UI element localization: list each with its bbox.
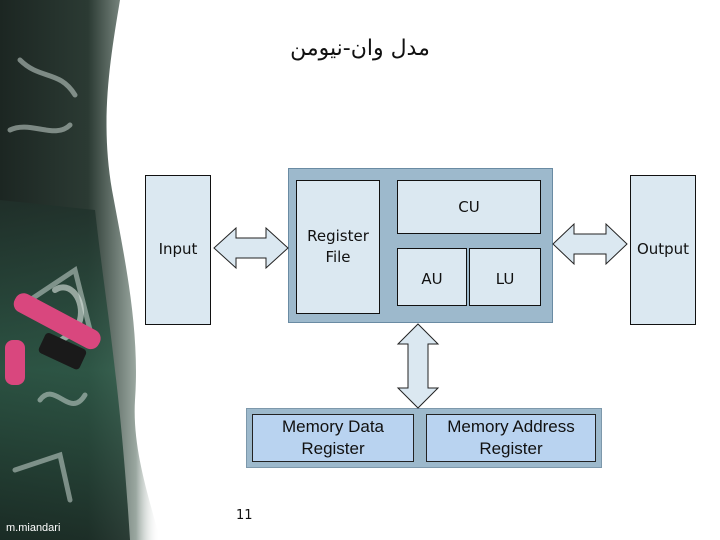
lu-box: [469, 248, 541, 306]
cpu-memory-arrow: [396, 323, 440, 409]
chalk-stick-icon: [5, 293, 101, 385]
input-label: Input: [158, 240, 198, 258]
slide-title: مدل وان-نیومن: [290, 36, 430, 61]
memory-data-register: Memory Data Register: [252, 414, 414, 462]
cu-label: CU: [458, 198, 480, 216]
cpu-output-arrow: [552, 222, 628, 266]
input-box: [145, 175, 211, 325]
output-box: [630, 175, 696, 325]
cu-box: [397, 180, 541, 234]
mar-line1: Memory Address: [447, 417, 575, 436]
register-file-label: Register File: [296, 226, 380, 268]
lu-label: LU: [495, 270, 515, 288]
author-credit: m.miandari: [6, 522, 61, 534]
au-box: [397, 248, 467, 306]
register-file-line1: Register: [307, 227, 369, 245]
register-file-box: [296, 180, 380, 314]
memory-address-register: Memory Address Register: [426, 414, 596, 462]
page-number: 11: [236, 508, 253, 523]
au-label: AU: [421, 270, 443, 288]
input-cpu-arrow: [213, 226, 289, 270]
mdr-line2: Register: [301, 439, 365, 458]
register-file-line2: File: [325, 248, 351, 266]
output-label: Output: [636, 240, 690, 258]
mar-line2: Register: [479, 439, 543, 458]
mdr-line1: Memory Data: [281, 417, 385, 436]
